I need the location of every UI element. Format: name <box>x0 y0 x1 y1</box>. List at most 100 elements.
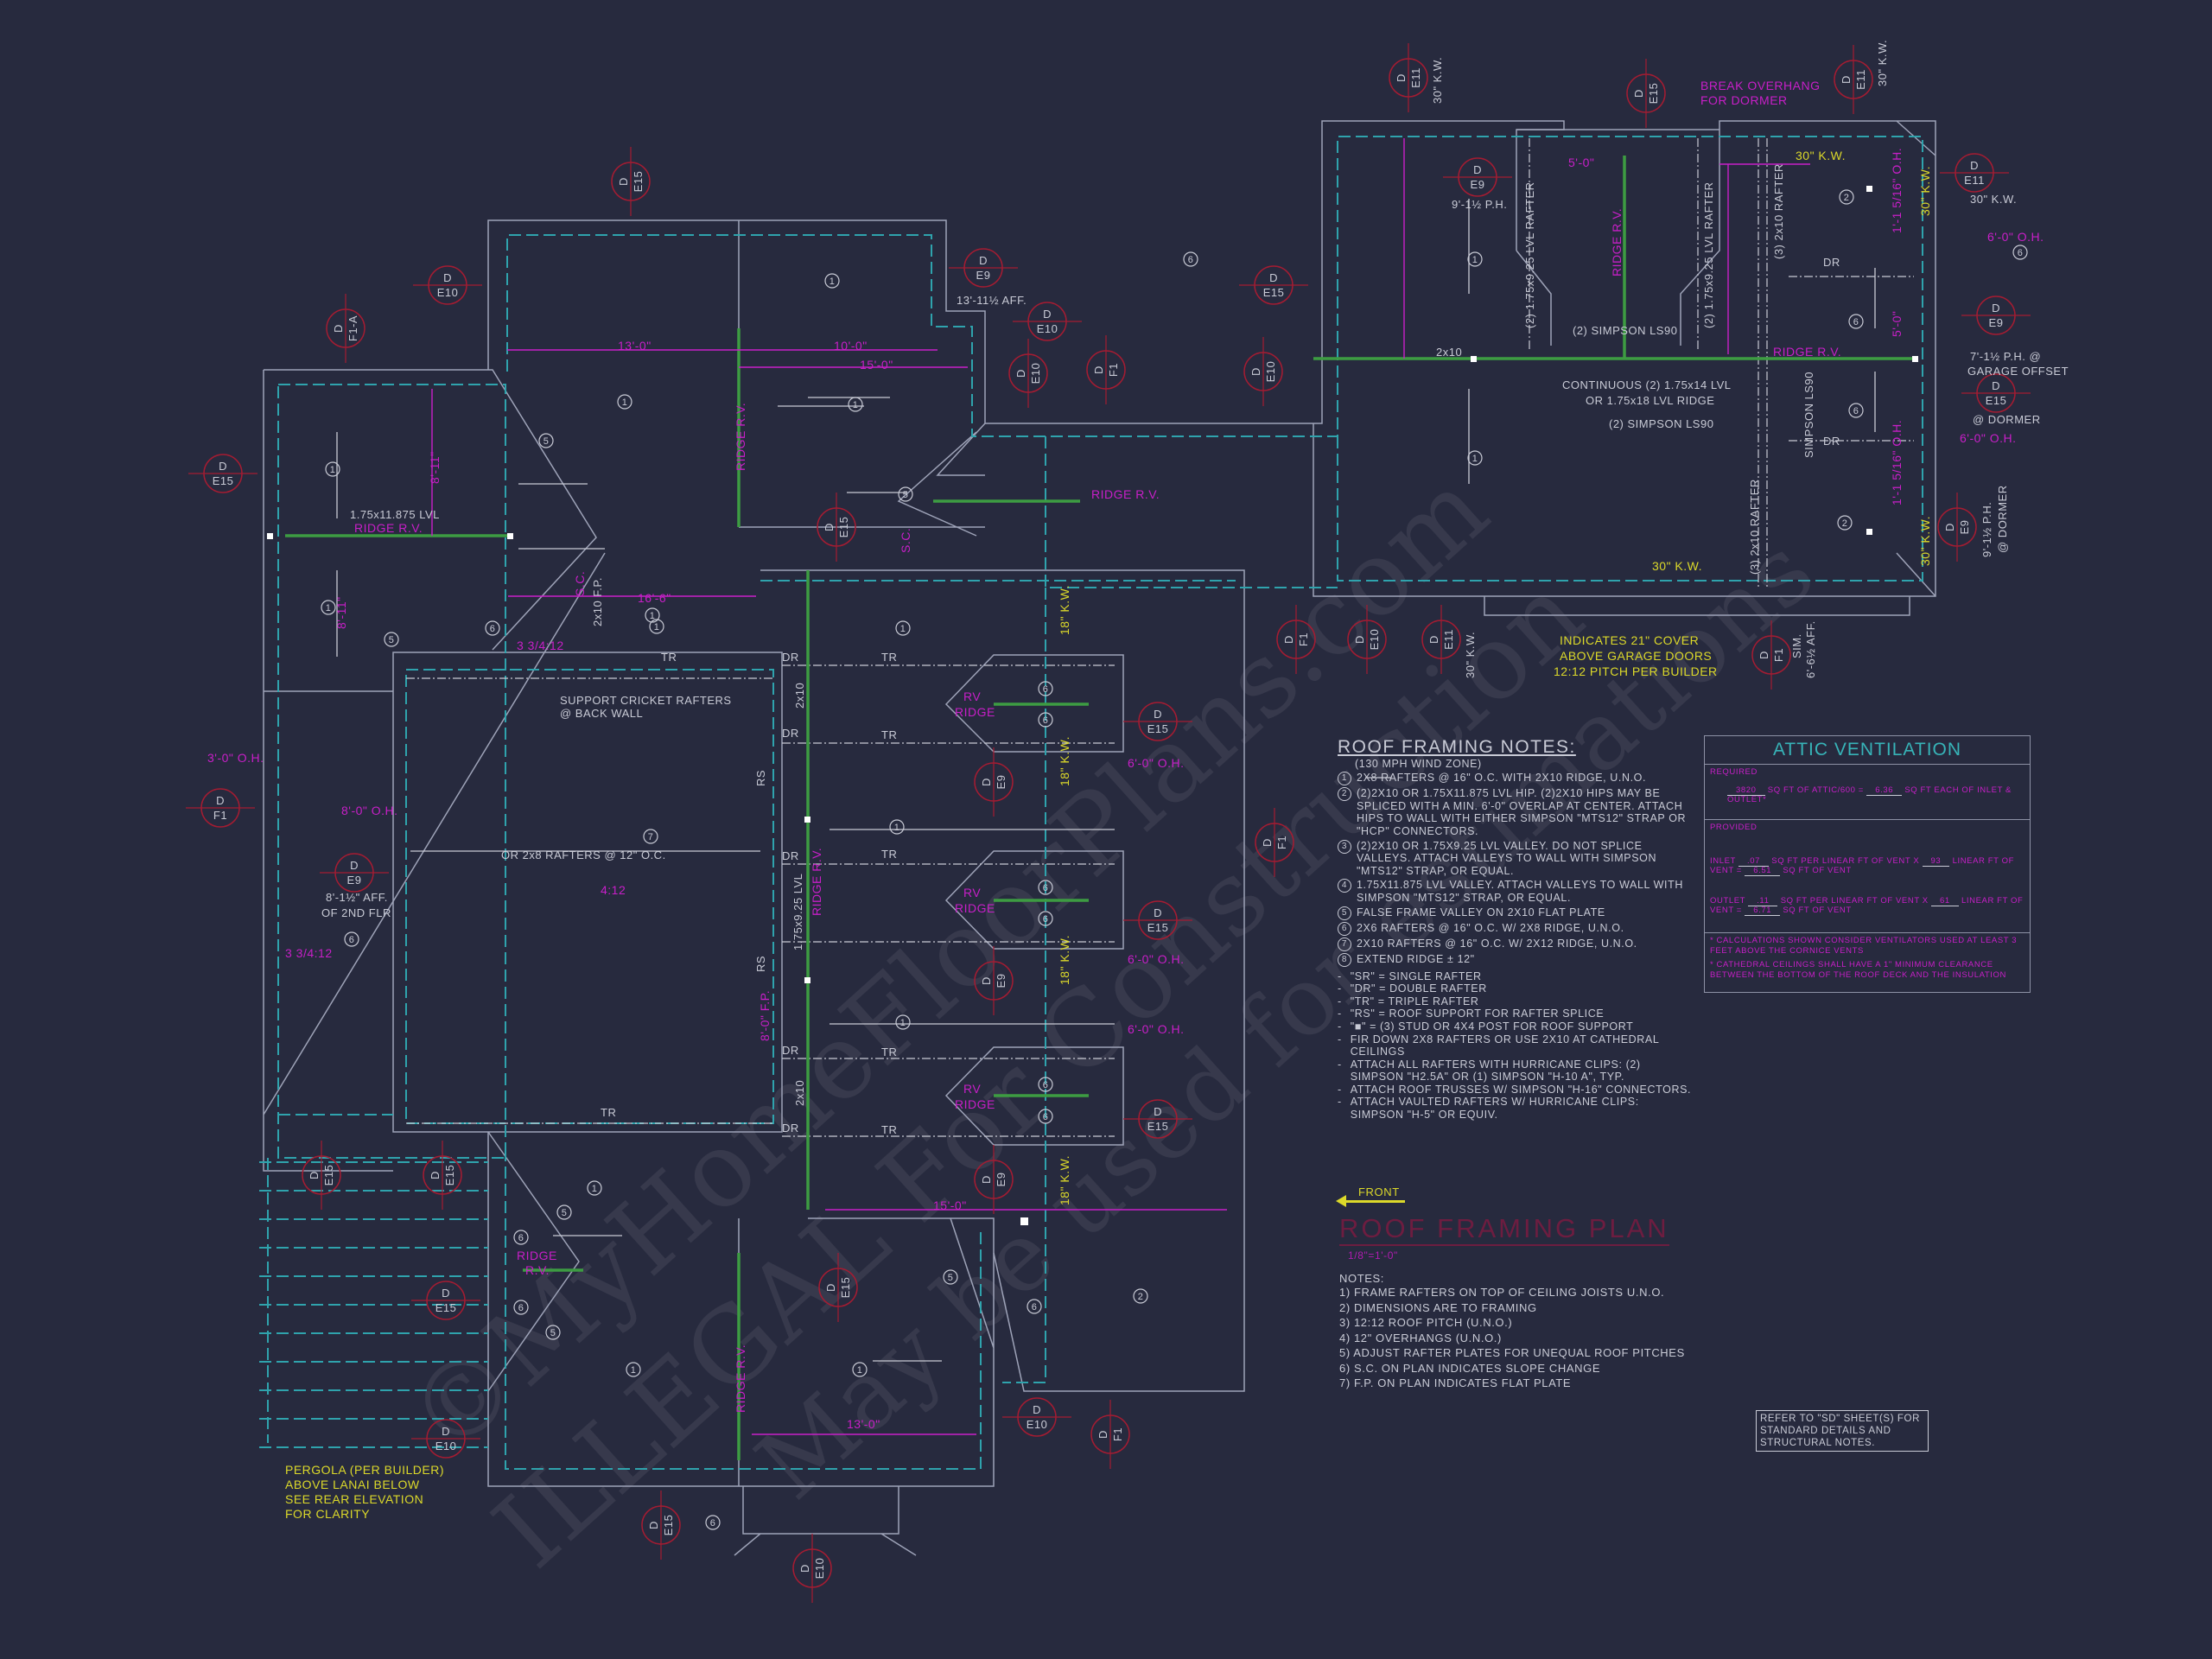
roof-note-text: FALSE FRAME VALLEY ON 2x10 FLAT PLATE <box>1357 906 1605 918</box>
detail-tag-sheet: E15 <box>435 1301 457 1314</box>
detail-tag[interactable]: DF1 <box>186 788 255 828</box>
plan-label: 8'-1½" AFF. <box>326 891 388 904</box>
detail-tag-circle <box>1255 823 1294 862</box>
plan-label: (2) 1.75x9.25 LVL RAFTER <box>1702 181 1715 328</box>
detail-tag-sheet: E10 <box>437 286 459 299</box>
plan-label: TR <box>881 1046 897 1058</box>
detail-tag-letter: D <box>980 778 993 786</box>
plan-label: RV <box>963 1082 981 1096</box>
detail-tag-circle <box>817 507 856 547</box>
legend-dash: - <box>1338 969 1342 982</box>
front-label: FRONT <box>1358 1185 1400 1198</box>
note-number-marker: 6 <box>513 1230 529 1245</box>
detail-tag-circle <box>1008 353 1048 393</box>
inlet-label: INLET <box>1710 856 1736 866</box>
detail-tag[interactable]: DE9 <box>1443 157 1512 197</box>
note-number: 1 <box>326 603 332 613</box>
detail-tag-sheet: E10 <box>1029 363 1042 385</box>
detail-tag-letter: D <box>1840 75 1853 84</box>
note-number-marker: 5 <box>898 486 913 502</box>
detail-tag-letter: D <box>429 1171 442 1179</box>
detail-tag-sheet: E9 <box>995 974 1007 988</box>
plan-label: RIDGE R.V. <box>1091 487 1160 501</box>
detail-tag[interactable]: DE9 <box>1961 296 2031 335</box>
plan-label: 6'-0" O.H. <box>1128 1022 1185 1036</box>
plan-label: CONTINUOUS (2) 1.75x14 LVL <box>1562 378 1732 391</box>
plan-label: 6'-0" O.H. <box>1987 230 2044 244</box>
detail-tag[interactable]: DE9 <box>949 248 1018 288</box>
ridge-garage <box>1313 156 1918 360</box>
roof-note-item: 3(2)2x10 OR 1.75x9.25 LVL VALLEY. DO NOT… <box>1338 839 1692 878</box>
plan-label: 30" K.W. <box>1970 193 2017 206</box>
plan-label: DR <box>782 849 799 862</box>
note-number: 2 <box>1842 518 1848 529</box>
detail-tag-sheet: E15 <box>1986 394 2007 407</box>
plan-label: 13'-0" <box>618 339 652 353</box>
detail-tag-sheet: E10 <box>1264 361 1277 383</box>
note-number: 6 <box>1043 914 1049 925</box>
detail-tag-circle <box>326 308 365 348</box>
note-item: 2) DIMENSIONS ARE TO FRAMING <box>1339 1300 1537 1314</box>
detail-tag-circle <box>1138 702 1178 741</box>
note-number: 5 <box>948 1273 954 1283</box>
outlet-text: LINEAR FT OF VENT = <box>1710 896 2024 915</box>
legend-dash: - <box>1338 1007 1342 1020</box>
roof-note-item: 12x8 RAFTERS @ 16" O.C. WITH 2x10 RIDGE,… <box>1338 772 1692 786</box>
detail-tag-letter: D <box>1632 89 1645 98</box>
plan-label: DR <box>782 1122 799 1135</box>
legend-text: "RS" = ROOF SUPPORT FOR RAFTER SPLICE <box>1350 1007 1605 1020</box>
detail-tag-circle <box>1834 60 1873 99</box>
plan-label: (3) 2x10 RAFTER <box>1748 479 1761 575</box>
detail-tag-sheet: E9 <box>1958 520 1971 535</box>
detail-tag-letter: D <box>798 1564 811 1573</box>
detail-tag-sheet: E15 <box>1147 722 1169 735</box>
outlet-text: SQ FT PER LINEAR FT OF VENT x <box>1780 896 1929 906</box>
plan-title-block: FRONT ROOF FRAMING PLAN 1/8"=1'-0" NOTES… <box>1336 1185 1685 1391</box>
detail-tag-sheet: E15 <box>443 1165 456 1186</box>
detail-tag-letter: D <box>823 523 836 531</box>
outlet-text: SQ FT OF VENT <box>1783 906 1852 915</box>
legend-dash: - <box>1338 995 1342 1007</box>
detail-tag[interactable]: DE9 <box>320 853 389 893</box>
attic-ventilation-title: ATTIC VENTILATION <box>1705 736 2030 765</box>
wall-lines <box>259 136 1923 1470</box>
note-number: 6 <box>710 1518 716 1529</box>
